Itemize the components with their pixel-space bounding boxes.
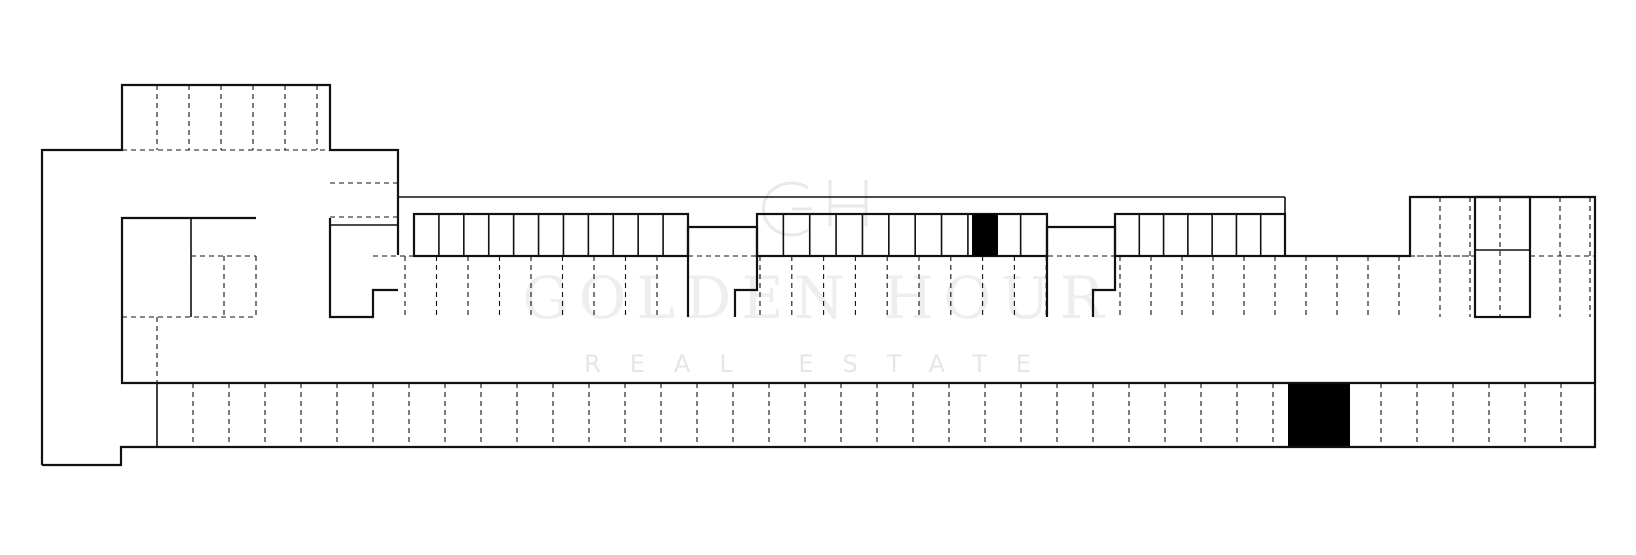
left-wing-bottom-wall — [42, 216, 1597, 467]
upper-stall-blocks — [412, 212, 1287, 258]
middle-stall-row — [122, 197, 1595, 383]
filled-spots — [972, 214, 1350, 446]
upper-block-3 — [1113, 212, 1287, 258]
watermark: GOLDEN HOUR REAL ESTATE — [522, 180, 1113, 378]
watermark-logo-icon — [761, 180, 868, 237]
filled-spot-bottom — [1288, 384, 1350, 446]
left-wing-wall — [40, 83, 400, 465]
upper-block-1 — [412, 212, 690, 258]
right-box — [1473, 195, 1532, 319]
top-left-stalls — [122, 85, 398, 218]
upper-block-2 — [755, 212, 1049, 258]
watermark-title: GOLDEN HOUR — [522, 264, 1113, 332]
outer-walls — [40, 83, 1597, 467]
filled-spot-upper — [972, 214, 998, 256]
bottom-stall-row — [192, 383, 1562, 447]
watermark-subtitle: REAL ESTATE — [584, 350, 1060, 378]
inner-corner-wall — [328, 218, 398, 319]
